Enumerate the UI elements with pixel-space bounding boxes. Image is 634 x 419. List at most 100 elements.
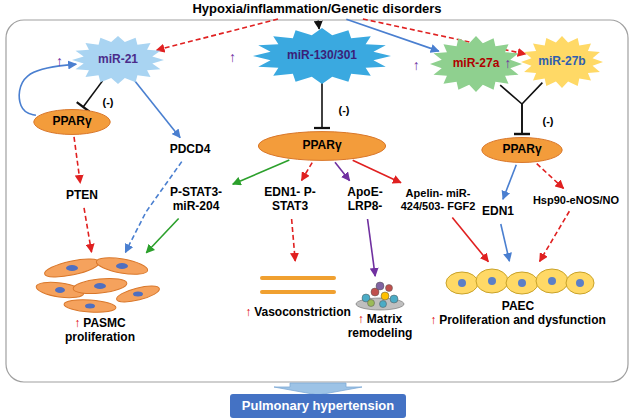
node-text: Hsp90-eNOS/NO: [533, 194, 619, 206]
text-holder: ApoE- LRP8-: [342, 186, 388, 214]
text-holder: PPARγ: [302, 139, 341, 153]
pathway-label: Hsp90-eNOS/NO: [530, 191, 623, 210]
node-text: PPARγ: [302, 138, 341, 152]
activation-arrow: [368, 219, 376, 276]
text-holder: PTEN: [66, 189, 98, 203]
star-fill: [430, 36, 522, 92]
increase-arrow: ↑: [229, 49, 236, 65]
activation-arrow: [317, 20, 320, 28]
inhibition-sign: (-): [542, 115, 555, 127]
increase-arrow: ↑: [430, 313, 436, 327]
activation-arrow: [19, 64, 76, 115]
node-text: EDN1: [482, 204, 514, 218]
cell-outcome: ↑Vasoconstriction: [242, 264, 354, 324]
node-text: PTEN: [66, 188, 98, 202]
activation-arrow: [134, 81, 180, 138]
node-text: Apelin- miR-424/503- FGF2: [401, 187, 476, 212]
outcome-box: Pulmonary hypertension: [230, 394, 406, 418]
node-text: Pulmonary hypertension: [242, 398, 394, 413]
star-fill: [253, 28, 391, 84]
text-holder: ↑Vasoconstriction: [245, 306, 351, 320]
node-text: Proliferation and dysfunction: [439, 313, 606, 327]
paec-cells: [446, 269, 594, 294]
text-holder: P-STAT3- miR-204: [165, 186, 227, 214]
node-text: miR-27b: [538, 54, 585, 68]
increase-arrow: ↑: [504, 55, 511, 71]
increase-arrow: ↑: [74, 316, 80, 330]
pathway-label: ApoE- LRP8-: [339, 183, 391, 217]
inhibition-sign: (-): [102, 96, 115, 108]
text-holder: Hypoxia/inflammation/Genetic disorders: [192, 2, 441, 17]
node-text: Vasoconstriction: [254, 305, 351, 319]
activation-arrow: [537, 164, 564, 189]
text-holder: PPARγ: [52, 115, 91, 129]
activation-arrow: [501, 224, 510, 261]
pasmc-cells: [35, 255, 161, 314]
node-text: PPARγ: [52, 114, 91, 128]
ppar-ellipse: PPARγ: [257, 131, 387, 161]
inhibition-sign: (-): [338, 104, 351, 116]
inhibition-line: [321, 82, 323, 128]
node-text: PDCD4: [170, 142, 211, 156]
node-text: miR-130/301: [287, 48, 357, 62]
text-holder: Hsp90-eNOS/NO: [533, 194, 619, 207]
text-holder: PDCD4: [170, 143, 211, 157]
inhibition-line: [83, 81, 102, 107]
star-fill: [72, 36, 164, 84]
increase-arrow: ↑: [56, 53, 63, 69]
ellipse-fill: [258, 132, 385, 161]
cell-outcome: PAEC↑Proliferation and dysfunction: [427, 264, 609, 332]
text-holder: EDN1- P-STAT3: [259, 186, 321, 214]
activation-arrow: [353, 160, 401, 182]
cell-outcome: ↑PASMC proliferation: [40, 255, 160, 349]
activation-arrow: [335, 162, 350, 180]
activation-arrow: [84, 208, 91, 252]
ellipse-fill: [34, 110, 110, 135]
node-text: PPARγ: [502, 142, 541, 156]
trigger-label: Hypoxia/inflammation/Genetic disorders: [189, 0, 445, 19]
pathway-label: PDCD4: [167, 140, 214, 160]
ellipse-fill: [482, 138, 562, 163]
text-holder: Apelin- miR-424/503- FGF2: [399, 187, 477, 212]
cell-outcome: ↑Matrix remodeling: [345, 279, 416, 345]
node-text: miR-21: [98, 52, 138, 66]
mirna-star: ↑miR-130/301: [253, 28, 391, 84]
increase-arrow: ↑: [358, 312, 364, 326]
node-text: miR-27a: [453, 56, 500, 70]
text-holder: ↑miR-27a: [453, 57, 500, 71]
text-holder: Pulmonary hypertension: [242, 399, 394, 414]
vessel-wall-lines: [262, 278, 334, 292]
activation-arrow: [540, 211, 570, 261]
activation-arrow: [146, 218, 178, 252]
activation-arrow: [452, 218, 488, 262]
text-holder: ↑miR-27b: [538, 55, 585, 69]
mirna-star: ↑miR-27b: [521, 36, 603, 88]
pathway-label: PTEN: [63, 186, 102, 206]
node-text: Hypoxia/inflammation/Genetic disorders: [192, 1, 441, 16]
pathway-label: P-STAT3- miR-204: [162, 183, 230, 217]
text-holder: ↑miR-21: [98, 53, 138, 67]
text-holder: EDN1: [482, 205, 514, 219]
increase-arrow: ↑: [413, 57, 420, 73]
activation-arrow: [503, 165, 516, 199]
pathway-label: EDN1: [479, 202, 518, 222]
node-text: Matrix remodeling: [348, 312, 413, 340]
inhibition-line: [522, 83, 542, 134]
pathway-label: Apelin- miR-424/503- FGF2: [396, 184, 480, 216]
text-holder: PAEC↑Proliferation and dysfunction: [430, 300, 606, 328]
ppar-ellipse: PPARγ: [33, 109, 111, 135]
inhibition-line: [500, 85, 522, 134]
node-text: EDN1- P-STAT3: [264, 185, 315, 213]
text-holder: ↑Matrix remodeling: [347, 313, 414, 341]
activation-arrow: [292, 219, 296, 261]
activation-arrow: [74, 137, 80, 183]
activation-arrow: [233, 160, 290, 184]
context-frame: [6, 20, 628, 382]
node-text: P-STAT3- miR-204: [170, 185, 222, 213]
text-holder: PPARγ: [502, 143, 541, 157]
node-text: PAEC: [430, 300, 606, 314]
increase-arrow: ↑: [245, 305, 251, 319]
text-holder: ↑PASMC proliferation: [48, 317, 152, 345]
star-fill: [521, 36, 603, 88]
text-holder: ↑miR-130/301: [287, 49, 357, 63]
